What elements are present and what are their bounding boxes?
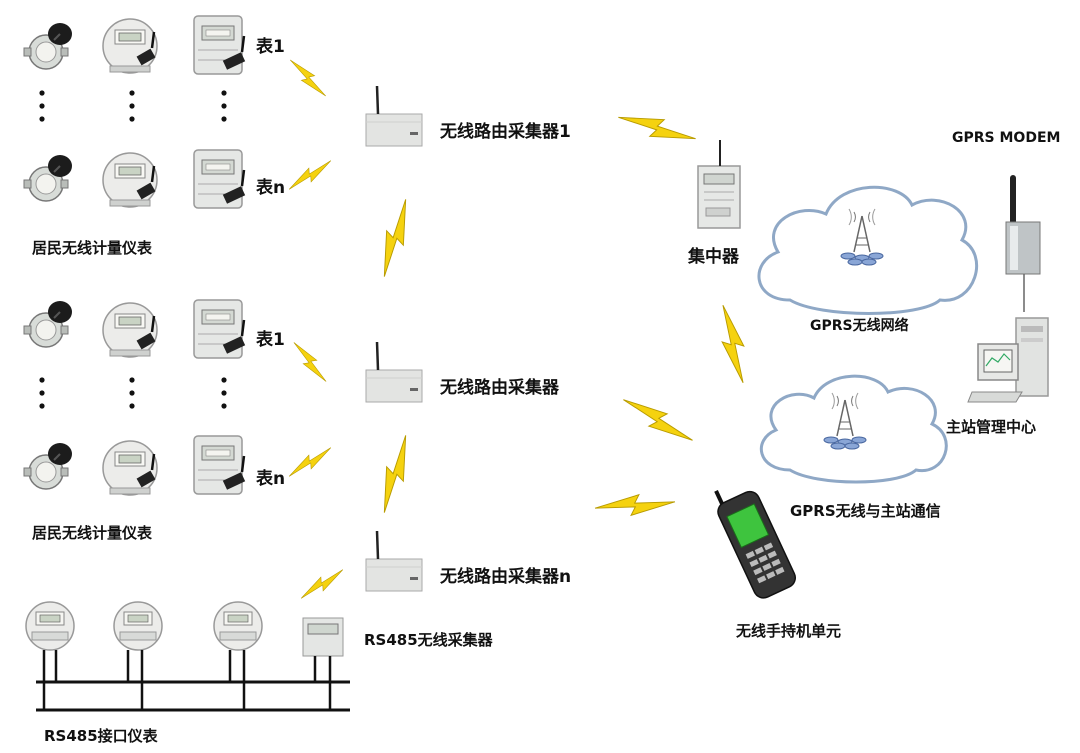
electric-meter-icon xyxy=(101,151,159,209)
water-meter-icon xyxy=(23,154,73,202)
meter-row-first-label: 表1 xyxy=(256,330,285,350)
collector-1-label: 无线路由采集器1 xyxy=(440,122,571,142)
signal-bolt-icon xyxy=(286,153,334,197)
gas-meter-icon xyxy=(192,434,247,496)
gas-meter-icon xyxy=(192,148,247,210)
rs485-meter-icon xyxy=(113,601,163,651)
electric-meter-icon xyxy=(101,17,159,75)
rs485-collector-icon xyxy=(302,617,344,657)
signal-bolt-icon xyxy=(284,56,332,100)
gprs-comm-cloud xyxy=(759,374,948,484)
master-station-label: 主站管理中心 xyxy=(946,418,1037,436)
electric-meter-icon xyxy=(101,439,159,497)
collector-n-label: 无线路由采集器n xyxy=(440,567,572,587)
rs485-meters-label: RS485接口仪表 xyxy=(44,727,158,745)
concentrator-label: 集中器 xyxy=(688,247,739,267)
meter-row-first-label: 表1 xyxy=(256,37,285,57)
signal-bolt-icon xyxy=(593,488,677,522)
dots-icon xyxy=(221,90,227,122)
collector-2-label: 无线路由采集器 xyxy=(440,378,559,398)
router-collector-2-icon xyxy=(364,340,424,404)
signal-bolt-icon xyxy=(378,196,412,280)
electric-meter-icon xyxy=(101,301,159,359)
signal-bolt-icon xyxy=(286,440,334,484)
master-station-computer-icon xyxy=(967,317,1049,403)
handheld-label: 无线手持机单元 xyxy=(736,622,842,640)
handheld-device-icon xyxy=(714,490,796,599)
router-collector-1-icon xyxy=(364,84,424,148)
gas-meter-icon xyxy=(192,298,247,360)
water-meter-icon xyxy=(23,300,73,348)
rs485-collector-label: RS485无线采集器 xyxy=(364,631,493,649)
concentrator-icon xyxy=(697,140,741,229)
meter-row-last-label: 表n xyxy=(256,178,286,198)
gprs-modem-icon xyxy=(1005,175,1041,312)
dots-icon xyxy=(39,377,45,409)
rs485-meter-icon xyxy=(25,601,75,651)
meter-group-2 xyxy=(23,298,247,497)
signal-bolt-icon xyxy=(287,339,333,385)
meter-group-1 xyxy=(23,14,247,210)
router-collector-n-icon xyxy=(364,529,424,593)
water-meter-icon xyxy=(23,22,73,70)
signal-bolt-icon xyxy=(615,111,699,145)
gprs-modem-label: GPRS MODEM xyxy=(952,130,1061,146)
signal-bolt-icon xyxy=(378,432,412,516)
dots-icon xyxy=(221,377,227,409)
dots-icon xyxy=(129,377,135,409)
meter-row-last-label: 表n xyxy=(256,469,286,489)
gprs-network-cloud xyxy=(757,185,979,315)
rs485-meter-icon xyxy=(213,601,263,651)
gprs-network-label: GPRS无线网络 xyxy=(810,318,909,334)
signal-bolt-icon xyxy=(298,562,346,606)
meter-group-label: 居民无线计量仪表 xyxy=(32,524,153,542)
dots-icon xyxy=(129,90,135,122)
rs485-bus xyxy=(25,601,350,712)
dots-icon xyxy=(39,90,45,122)
meter-group-label: 居民无线计量仪表 xyxy=(32,239,153,257)
signal-bolt-icon xyxy=(617,394,699,446)
water-meter-icon xyxy=(23,442,73,490)
signal-bolt-icon xyxy=(709,302,757,386)
gprs-comm-label: GPRS无线与主站通信 xyxy=(790,502,941,520)
gas-meter-icon xyxy=(192,14,247,76)
